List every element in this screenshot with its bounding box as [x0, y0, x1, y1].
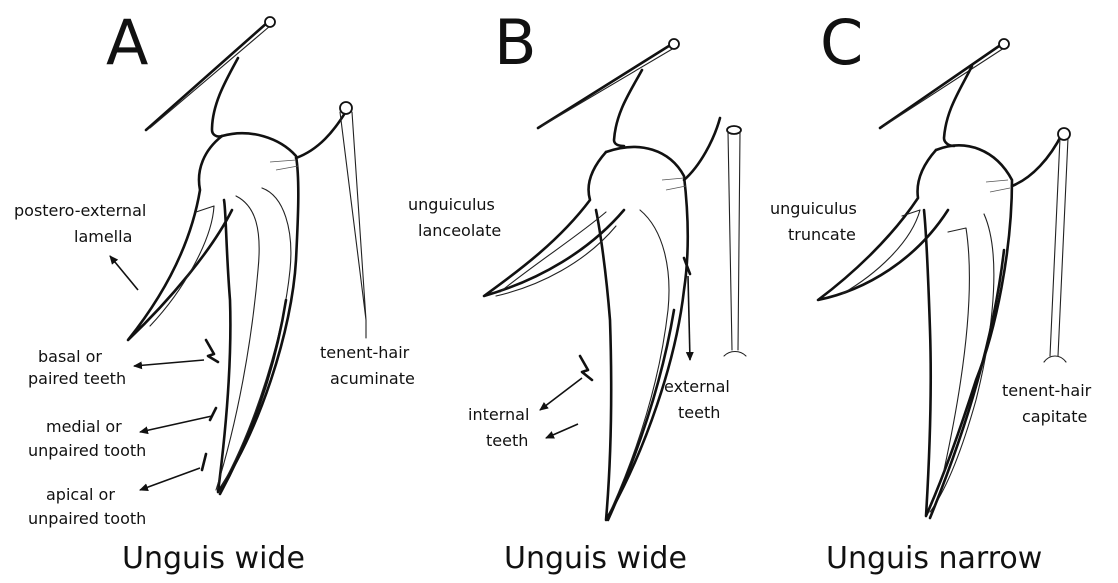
label-tenent-hair-capitate-line1: tenent-hair — [1002, 381, 1092, 400]
arrow-external-teeth — [688, 276, 690, 360]
arrow-basal-teeth — [134, 360, 204, 366]
panel-c-pretarsal-seta — [880, 39, 1009, 128]
label-tenent-hair-acuminate-line1: tenent-hair — [320, 343, 410, 362]
panel-c: C unguiculus truncate tenent-hair capi — [770, 6, 1092, 576]
panel-a-letter: A — [106, 6, 148, 79]
panel-a: A poster — [14, 6, 415, 576]
panel-b-pretarsal-seta — [538, 39, 679, 128]
panel-a-pretarsal-seta — [146, 17, 275, 130]
label-tenent-hair-acuminate-line2: acuminate — [330, 369, 415, 388]
arrow-medial-tooth — [140, 416, 212, 432]
arrow-apical-tooth — [140, 468, 200, 490]
label-medial-tooth-line1: medial or — [46, 417, 122, 436]
panel-c-tenent-hair — [1044, 128, 1070, 362]
panel-c-letter: C — [820, 6, 863, 79]
panel-a-unguis — [216, 133, 298, 494]
label-external-teeth-line2: teeth — [678, 403, 720, 422]
panel-a-apical-tooth — [202, 454, 206, 470]
panel-a-tenent-hair — [340, 102, 366, 320]
label-unguiculus-lanceolate-line2: lanceolate — [418, 221, 501, 240]
panel-a-basal-teeth — [206, 340, 218, 362]
label-medial-tooth-line2: unpaired tooth — [28, 441, 146, 460]
panel-b-tenent-hair — [724, 126, 746, 356]
label-apical-tooth-line2: unpaired tooth — [28, 509, 146, 528]
panel-b-internal-teeth — [580, 356, 592, 380]
label-external-teeth-line1: external — [664, 377, 730, 396]
panel-a-medial-tooth — [210, 408, 216, 420]
panel-b-letter: B — [494, 6, 537, 79]
panel-a-unguiculus — [128, 136, 232, 340]
label-postero-external-lamella-line2: lamella — [74, 227, 132, 246]
label-basal-teeth-line2: paired teeth — [28, 369, 126, 388]
panel-b-tarsus-outline-right — [684, 118, 720, 180]
panel-c-tarsus-outline-right — [1012, 134, 1062, 186]
label-unguiculus-lanceolate-line1: unguiculus — [408, 195, 495, 214]
label-internal-teeth-line1: internal — [468, 405, 529, 424]
label-internal-teeth-line2: teeth — [486, 431, 528, 450]
panel-b: B unguiculus lanceolate internal — [408, 6, 746, 576]
label-apical-tooth-line1: apical or — [46, 485, 115, 504]
arrow-lamella — [110, 256, 138, 290]
label-tenent-hair-capitate-line2: capitate — [1022, 407, 1087, 426]
panel-c-unguis — [924, 145, 1012, 518]
panel-a-caption: Unguis wide — [122, 541, 305, 576]
panel-b-unguiculus — [484, 152, 624, 296]
panel-c-caption: Unguis narrow — [826, 541, 1042, 576]
label-unguiculus-truncate-line1: unguiculus — [770, 199, 857, 218]
label-unguiculus-truncate-line2: truncate — [788, 225, 856, 244]
panel-b-unguis — [596, 147, 688, 520]
label-basal-teeth-line1: basal or — [38, 347, 102, 366]
arrow-internal-teeth-1 — [540, 378, 582, 410]
label-postero-external-lamella-line1: postero-external — [14, 201, 146, 220]
panel-b-caption: Unguis wide — [504, 541, 687, 576]
arrow-internal-teeth-2 — [546, 424, 578, 438]
